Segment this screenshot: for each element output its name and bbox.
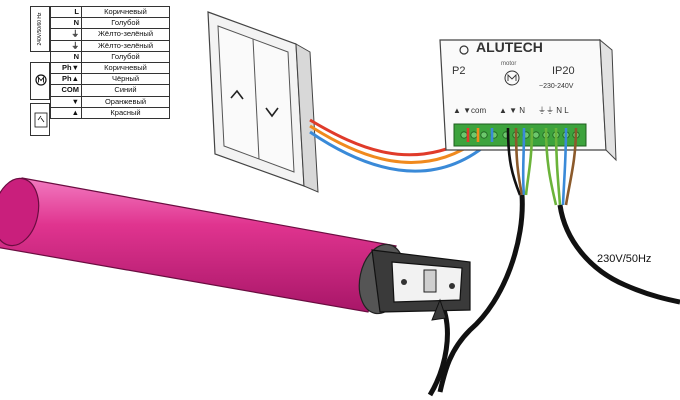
- motor-label: motor: [501, 61, 516, 67]
- motor-cable-wires: [506, 127, 534, 196]
- terminal-screw: [460, 131, 468, 139]
- legend-row: ⏚Жёлто-зелёный: [50, 28, 170, 41]
- legend-wire-color: Красный: [81, 106, 170, 119]
- controller-unit: ALUTECH P2 IP20 motor ~230-240V ▲ ▼com ▲…: [439, 38, 617, 162]
- motor-cable: [437, 194, 525, 393]
- controller-rating: IP20: [552, 65, 575, 77]
- motor-symbol-icon: [35, 74, 47, 86]
- terminal-wire-ends: [466, 128, 494, 142]
- switch-terminal-labels: ▲ ▼com: [453, 106, 487, 115]
- power-cable-wires: [544, 127, 578, 206]
- down-arrow-icon: [265, 107, 279, 118]
- power-label: 230V/50Hz: [597, 253, 651, 265]
- terminal-screw: [470, 131, 478, 139]
- terminal-screw: [480, 131, 488, 139]
- switch-group-box: [30, 103, 50, 136]
- power-group-label: 240V/50/60 Hz: [30, 6, 50, 52]
- switch-symbol-icon: [34, 112, 48, 128]
- wall-switch: [207, 11, 319, 193]
- controller-logo-icon: [459, 45, 469, 55]
- legend-row: ▼Оранжевый: [50, 95, 170, 108]
- motor-circle-icon: [504, 70, 520, 86]
- terminal-screw: [532, 131, 540, 139]
- terminal-block: [453, 123, 587, 147]
- motor-terminal-labels: ▲ ▼ N: [499, 106, 525, 115]
- tubular-motor: [0, 177, 406, 315]
- up-arrow-icon: [230, 89, 244, 100]
- motor-head: [371, 249, 471, 321]
- voltage-label: ~230-240V: [539, 83, 574, 90]
- controller-brand: ALUTECH: [476, 39, 543, 55]
- power-cable: [557, 204, 680, 305]
- legend-row: ▲Красный: [50, 106, 170, 119]
- motor-group-box: [30, 62, 50, 100]
- controller-model: P2: [452, 65, 465, 77]
- legend-row: Ph▼Коричневый: [50, 61, 170, 75]
- power-terminal-labels: ⏚⏚ N L: [538, 106, 569, 115]
